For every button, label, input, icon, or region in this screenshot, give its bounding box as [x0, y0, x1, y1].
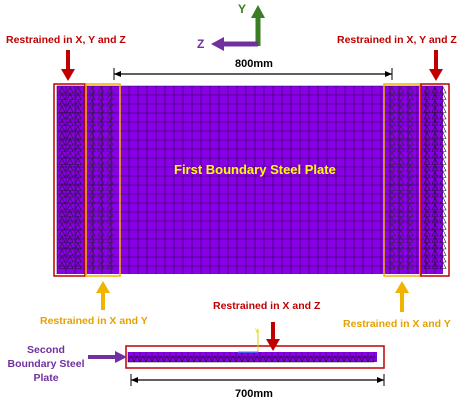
support-triangle	[169, 355, 177, 363]
small-axis-marker: Y	[238, 328, 259, 353]
second-plate-supports	[127, 355, 375, 363]
z-axis-arrowhead	[211, 37, 224, 51]
support-triangle	[307, 355, 315, 363]
support-triangle	[337, 355, 345, 363]
top-left-restraint-label: Restrained in X, Y and Z	[6, 34, 126, 46]
support-triangle	[217, 355, 225, 363]
support-triangle	[367, 355, 375, 363]
support-triangle	[223, 355, 231, 363]
right-xy-region-box	[383, 83, 421, 277]
left-gold-arrow	[96, 281, 110, 310]
left-fixed-region-box	[53, 83, 86, 277]
support-triangle	[431, 261, 439, 269]
support-triangle	[361, 355, 369, 363]
support-triangle	[66, 261, 74, 269]
support-symbols	[58, 86, 447, 269]
dimension-800-label: 800mm	[235, 58, 273, 70]
z-axis-label: Z	[197, 37, 205, 51]
support-triangle	[181, 355, 189, 363]
second-plate-pointer-arrow	[88, 351, 127, 363]
support-triangle	[199, 355, 207, 363]
top-right-restraint-label: Restrained in X, Y and Z	[337, 34, 457, 46]
svg-text:Y: Y	[254, 328, 259, 335]
support-triangle	[397, 261, 405, 269]
support-triangle	[253, 355, 261, 363]
support-triangle	[229, 355, 237, 363]
support-triangle	[325, 355, 333, 363]
support-triangle	[439, 261, 447, 269]
first-boundary-steel-plate	[57, 86, 443, 274]
support-triangle	[151, 355, 159, 363]
support-triangle	[205, 355, 213, 363]
support-triangle	[406, 261, 414, 269]
support-triangle	[331, 355, 339, 363]
bottom-restraint-label: Restrained in X and Z	[213, 300, 321, 312]
support-triangle	[271, 355, 279, 363]
y-axis-arrowhead	[251, 5, 265, 18]
right-fixed-region-box	[420, 83, 450, 277]
support-triangle	[74, 261, 82, 269]
support-triangle	[355, 355, 363, 363]
support-triangle	[388, 261, 396, 269]
second-plate-label: Second Boundary Steel Plate	[7, 344, 85, 384]
support-triangle	[175, 355, 183, 363]
support-triangle	[211, 355, 219, 363]
top-left-red-arrow	[61, 50, 75, 81]
y-axis-label: Y	[238, 2, 247, 16]
dimension-700	[130, 374, 385, 386]
support-triangle	[319, 355, 327, 363]
plate-title: First Boundary Steel Plate	[174, 162, 336, 177]
support-triangle	[349, 355, 357, 363]
support-triangle	[241, 355, 249, 363]
support-triangle	[139, 355, 147, 363]
support-triangle	[193, 355, 201, 363]
support-triangle	[283, 355, 291, 363]
support-triangle	[277, 355, 285, 363]
bottom-red-arrow	[266, 322, 280, 351]
support-triangle	[289, 355, 297, 363]
support-triangle	[295, 355, 303, 363]
support-triangle	[247, 355, 255, 363]
support-triangle	[235, 355, 243, 363]
left-xy-restraint-label: Restrained in X and Y	[40, 315, 148, 327]
support-triangle	[259, 355, 267, 363]
support-triangle	[163, 355, 171, 363]
axis-triad	[211, 5, 265, 51]
support-triangle	[187, 355, 195, 363]
right-xy-restraint-label: Restrained in X and Y	[343, 318, 451, 330]
support-triangle	[423, 261, 431, 269]
support-triangle	[145, 355, 153, 363]
support-triangle	[265, 355, 273, 363]
support-triangle	[313, 355, 321, 363]
top-right-red-arrow	[429, 50, 443, 81]
support-triangle	[58, 261, 66, 269]
dimension-800	[113, 68, 393, 80]
support-triangle	[133, 355, 141, 363]
support-triangle	[157, 355, 165, 363]
support-triangle	[106, 261, 114, 269]
support-triangle	[343, 355, 351, 363]
support-triangle	[301, 355, 309, 363]
support-triangle	[127, 355, 135, 363]
support-triangle	[88, 261, 96, 269]
right-gold-arrow	[395, 281, 409, 312]
support-triangle	[97, 261, 105, 269]
dimension-700-label: 700mm	[235, 388, 273, 400]
left-xy-region-box	[85, 83, 121, 277]
